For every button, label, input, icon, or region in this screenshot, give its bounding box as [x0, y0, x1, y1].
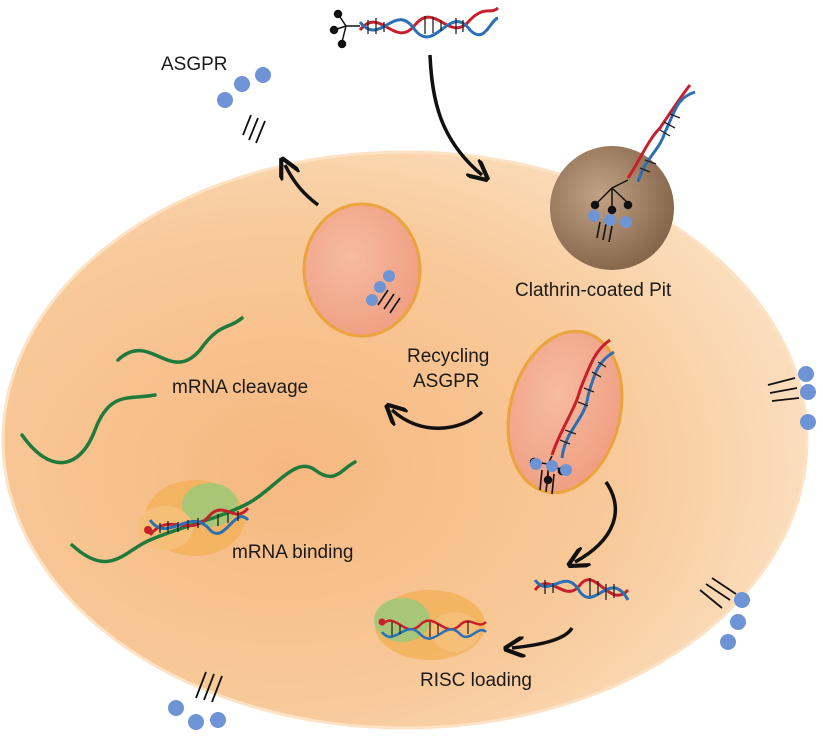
mrna-strand-icon — [70, 460, 357, 564]
arrow-icon — [285, 165, 320, 207]
sirna-duplex-icon — [358, 6, 499, 39]
asgpr-receptor-icon — [699, 577, 750, 650]
risc-loading-label: RISC loading — [420, 670, 532, 691]
galnac-ligand-icon — [590, 179, 633, 215]
asgpr-label: ASGPR — [161, 54, 228, 75]
phosphate-marker-icon — [144, 526, 152, 534]
sirna-duplex-icon — [148, 506, 250, 536]
recycling-endosome — [302, 202, 422, 338]
asgpr-receptor-icon — [217, 67, 271, 144]
recycling-label-line1: Recycling — [407, 346, 489, 367]
arrow-icon — [392, 410, 484, 430]
asgpr-receptor-icon — [168, 671, 226, 730]
arrow-icon — [512, 626, 574, 648]
sirna-duplex-icon — [381, 619, 487, 640]
mrna-binding-label: mRNA binding — [232, 542, 353, 563]
sirna-duplex-icon — [626, 84, 696, 183]
mrna-cleavage-label: mRNA cleavage — [172, 377, 308, 398]
asgpr-receptor-icon — [366, 270, 401, 314]
recycling-label-line2: ASGPR — [413, 371, 480, 392]
galnac-ligand-icon — [329, 9, 360, 49]
arrow-icon — [575, 481, 617, 562]
mrna-strand-icon — [20, 393, 157, 465]
phosphate-marker-icon — [378, 618, 386, 626]
asgpr-receptor-icon — [588, 210, 632, 243]
clathrin-pit-label: Clathrin-coated Pit — [515, 280, 672, 301]
mrna-strand-icon — [116, 316, 244, 364]
asgpr-receptor-icon — [767, 366, 816, 430]
sirna-duplex-icon — [550, 338, 615, 459]
asgpr-receptor-icon — [530, 458, 572, 495]
early-endosome — [506, 329, 624, 495]
arrow-icon — [428, 54, 482, 175]
sirna-duplex-icon — [533, 578, 630, 601]
